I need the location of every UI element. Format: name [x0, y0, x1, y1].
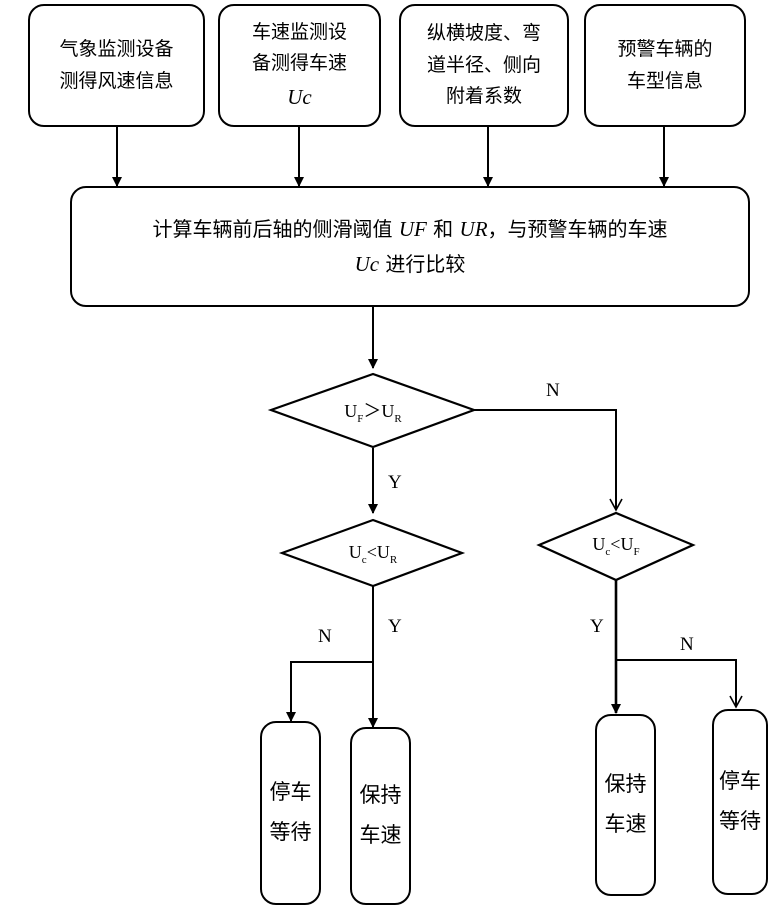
compute-and: 和	[427, 217, 460, 241]
label-d1-no: N	[546, 380, 560, 402]
compute-text-part1: 计算车辆前后轴的侧滑阈值	[152, 217, 398, 241]
d1-op: ＞	[363, 401, 381, 421]
label-d3-no: N	[680, 634, 694, 656]
outcome-stop-wait-right-text: 停车等待	[714, 762, 766, 842]
d2-op: <	[367, 542, 377, 562]
outcome-keep-speed-right: 保持车速	[595, 714, 656, 896]
d3-a: U	[592, 534, 605, 554]
arrow-d2-no-to-stop	[291, 662, 373, 721]
label-d1-yes: Y	[388, 472, 402, 494]
d3-op: <	[610, 534, 620, 554]
compute-ur: UR	[460, 217, 488, 241]
decision-d1-label: UF＞UR	[344, 397, 401, 425]
outcome-stop-wait-left: 停车等待	[260, 721, 321, 905]
outcome-keep-speed-right-text: 保持车速	[597, 765, 654, 845]
input-wind-speed: 气象监测设备 测得风速信息	[28, 4, 205, 127]
input-wind-speed-text: 气象监测设备 测得风速信息	[59, 34, 173, 97]
compute-text-part2: ，与预警车辆的车速	[488, 217, 668, 241]
outcome-keep-speed-left-text: 保持车速	[352, 776, 409, 856]
input-vehicle-speed-text: 车速监测设 备测得车速	[252, 21, 347, 74]
arrow-d1-no-to-d3	[474, 410, 616, 510]
arrow-d3-no-to-stop	[616, 660, 736, 707]
compute-uf: UF	[399, 217, 427, 241]
outcome-keep-speed-left: 保持车速	[350, 727, 411, 905]
d1-b: U	[381, 401, 394, 421]
compute-threshold-box: 计算车辆前后轴的侧滑阈值 UF 和 UR，与预警车辆的车速 Uc 进行比较	[70, 186, 750, 307]
input-vehicle-type: 预警车辆的 车型信息	[584, 4, 746, 127]
d2-b-sub: R	[390, 554, 397, 566]
d2-b: U	[377, 542, 390, 562]
input-vehicle-speed-content: 车速监测设 备测得车速 Uc	[252, 17, 347, 114]
outcome-stop-wait-left-text: 停车等待	[262, 773, 319, 853]
d1-b-sub: R	[394, 413, 401, 425]
d3-b: U	[620, 534, 633, 554]
label-d2-no: N	[318, 626, 332, 648]
decision-d2-label: Uc<UR	[349, 542, 397, 566]
d3-b-sub: F	[633, 546, 639, 558]
input-vehicle-speed: 车速监测设 备测得车速 Uc	[218, 4, 381, 127]
label-d3-yes: Y	[590, 616, 604, 638]
label-d2-yes: Y	[388, 616, 402, 638]
vehicle-speed-variable: Uc	[287, 85, 312, 109]
compute-uc: Uc	[355, 252, 380, 276]
d1-a: U	[344, 401, 357, 421]
input-road-geometry-text: 纵横坡度、弯 道半径、侧向 附着系数	[427, 18, 541, 112]
decision-d3-label: Uc<UF	[592, 534, 639, 558]
input-road-geometry: 纵横坡度、弯 道半径、侧向 附着系数	[399, 4, 569, 127]
compute-threshold-text: 计算车辆前后轴的侧滑阈值 UF 和 UR，与预警车辆的车速 Uc 进行比较	[152, 212, 667, 281]
d2-a: U	[349, 542, 362, 562]
outcome-stop-wait-right: 停车等待	[712, 709, 768, 895]
input-vehicle-type-text: 预警车辆的 车型信息	[617, 34, 712, 97]
compute-text-part3: 进行比较	[379, 252, 465, 276]
